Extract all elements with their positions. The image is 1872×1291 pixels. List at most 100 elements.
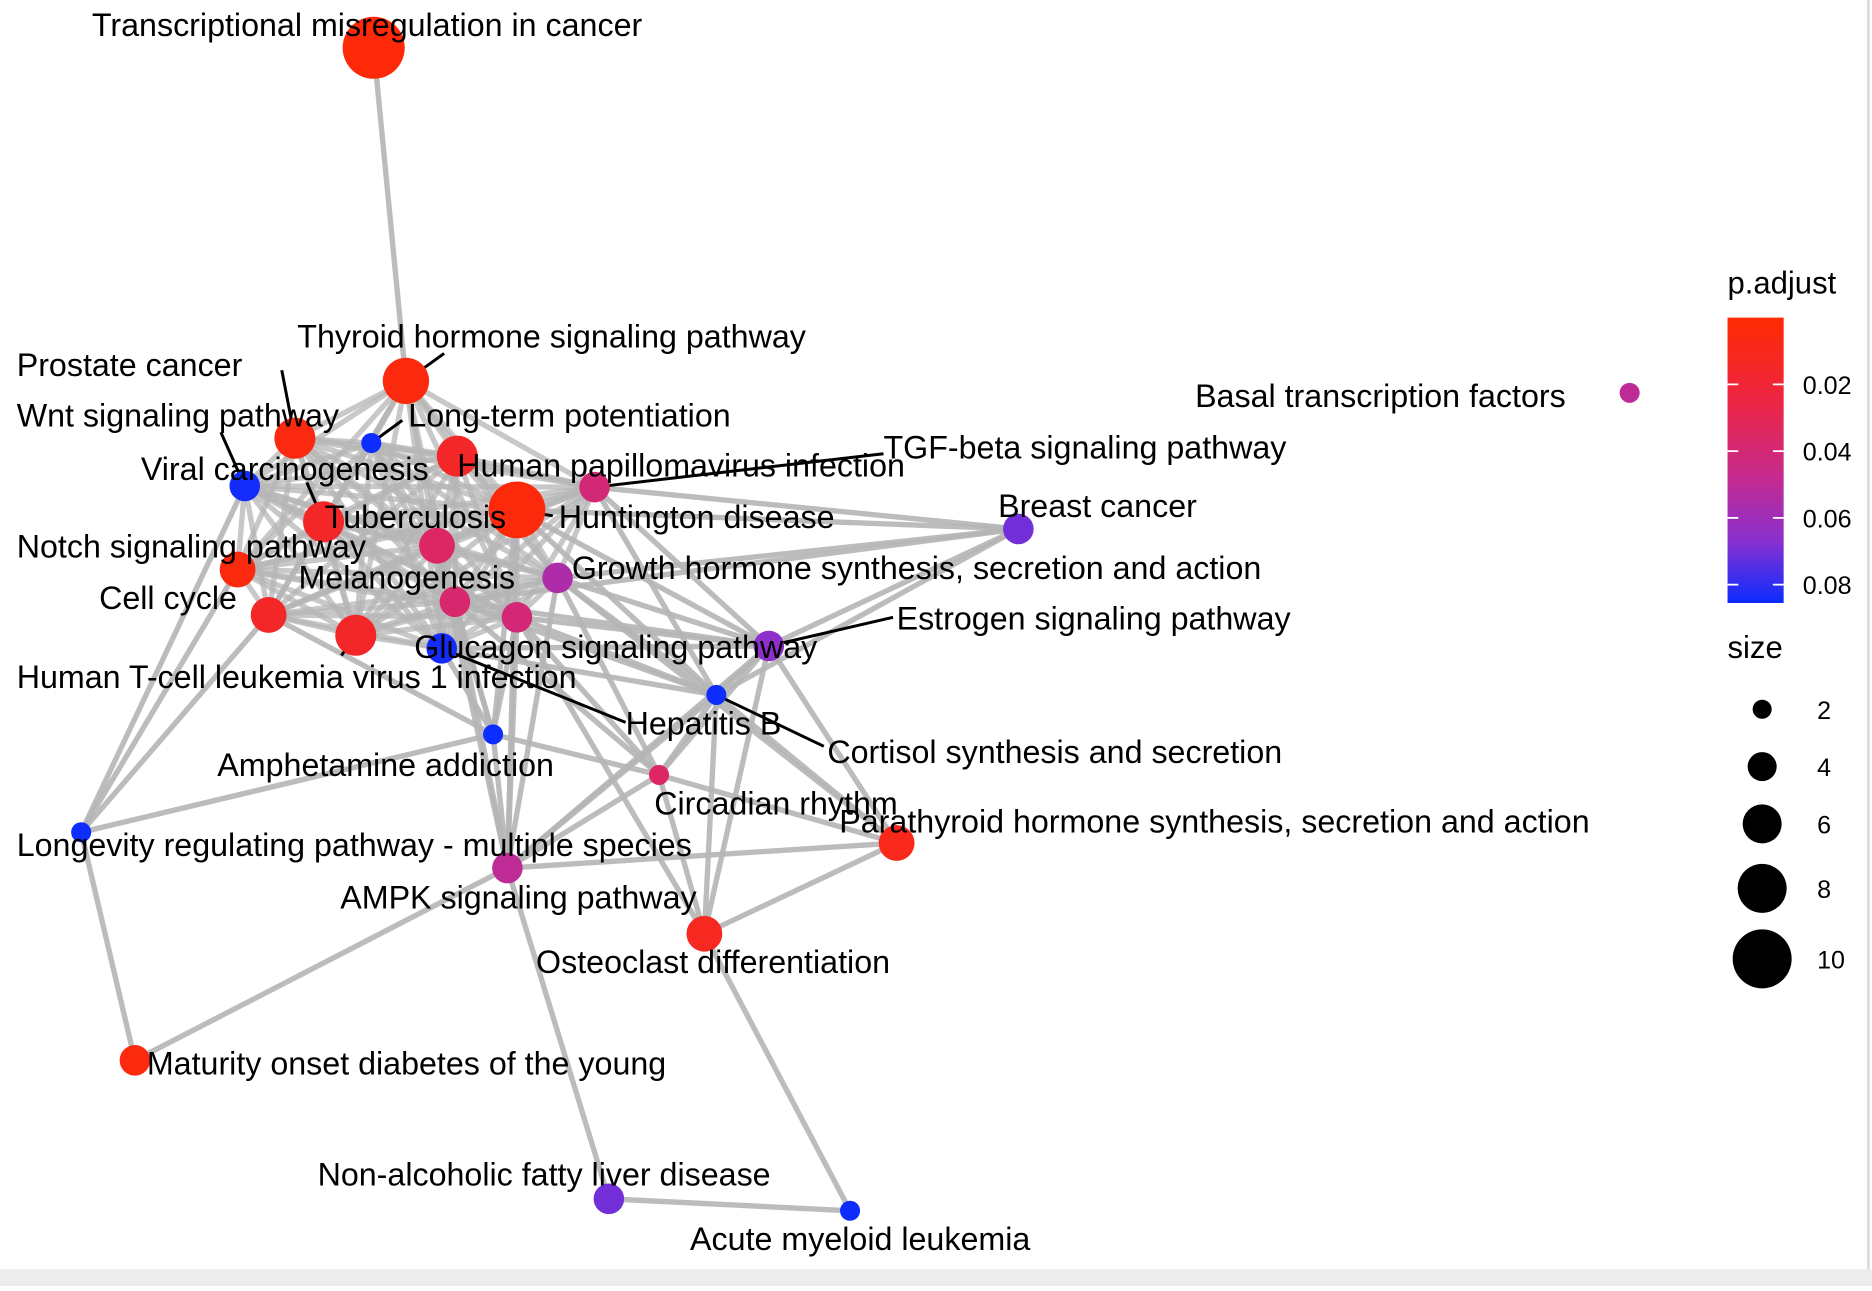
node[interactable]	[501, 602, 533, 633]
colorbar-tick-label: 0.08	[1803, 572, 1852, 600]
node[interactable]	[419, 527, 455, 564]
node[interactable]	[542, 562, 573, 594]
edge	[456, 453, 596, 490]
edge	[266, 454, 459, 617]
node[interactable]	[753, 630, 785, 662]
edge	[504, 577, 561, 869]
node[interactable]	[342, 16, 405, 79]
edge	[133, 865, 509, 1063]
edge	[323, 507, 518, 525]
node-label: Tuberculosis	[325, 499, 506, 535]
edge	[243, 378, 408, 489]
node[interactable]	[382, 357, 430, 405]
node[interactable]	[119, 1045, 151, 1076]
node[interactable]	[436, 435, 478, 477]
node-label: Notch signaling pathway	[17, 529, 367, 565]
node[interactable]	[274, 417, 316, 459]
edge	[767, 526, 1020, 649]
node[interactable]	[488, 481, 546, 539]
edge	[701, 645, 772, 935]
edge	[237, 566, 558, 581]
edge	[656, 774, 707, 935]
edge	[505, 772, 661, 871]
size-key-circle	[1752, 699, 1772, 719]
edge	[608, 1196, 851, 1214]
node[interactable]	[303, 501, 345, 543]
edge	[766, 644, 899, 845]
colorbar-tick-label: 0.06	[1803, 505, 1852, 533]
node[interactable]	[593, 1183, 625, 1215]
edge	[658, 772, 898, 846]
colorbar-tick-label: 0.04	[1803, 439, 1852, 467]
node[interactable]	[686, 915, 723, 952]
edge	[592, 485, 771, 648]
node-label: Breast cancer	[998, 488, 1197, 524]
legend-color-title: p.adjust	[1728, 266, 1837, 301]
node[interactable]	[229, 470, 261, 502]
edge	[701, 694, 720, 934]
node-label: Amphetamine addiction	[217, 747, 554, 783]
node[interactable]	[840, 1200, 861, 1221]
size-key-label: 8	[1817, 876, 1831, 904]
edge	[80, 731, 494, 835]
size-key-circle	[1747, 752, 1777, 782]
node-label: Cortisol synthesis and secretion	[827, 734, 1282, 770]
edge	[267, 612, 495, 737]
edge	[355, 614, 518, 638]
nodes-layer	[71, 16, 1640, 1221]
node[interactable]	[706, 684, 727, 705]
node[interactable]	[1003, 513, 1034, 545]
edge	[594, 484, 1019, 532]
node[interactable]	[250, 597, 287, 633]
label-leader-line	[594, 452, 884, 489]
edge	[515, 507, 771, 649]
node-label: Human T-cell leukemia virus 1 infection	[17, 659, 577, 695]
label-leader-line	[768, 615, 894, 648]
node[interactable]	[878, 825, 915, 861]
node[interactable]	[219, 551, 256, 588]
edge	[294, 435, 518, 513]
edge	[434, 544, 496, 736]
node-label: Hepatitis B	[626, 705, 782, 741]
edge	[268, 612, 517, 621]
node[interactable]	[335, 614, 377, 656]
edge	[504, 867, 612, 1200]
node-label: Huntington disease	[559, 499, 835, 535]
node[interactable]	[483, 724, 504, 745]
node[interactable]	[71, 822, 92, 843]
size-key-label: 4	[1817, 754, 1831, 782]
edge	[78, 484, 248, 834]
node-label: Growth hormone synthesis, secretion and …	[572, 550, 1261, 586]
edge	[79, 613, 271, 835]
node[interactable]	[426, 633, 458, 664]
node-label: Glucagon signaling pathway	[414, 629, 818, 665]
node-label: Osteoclast differentiation	[536, 944, 890, 980]
edge	[371, 47, 409, 382]
node-label: Cell cycle	[99, 580, 237, 616]
node-label: TGF-beta signaling pathway	[883, 430, 1287, 466]
legend-size-title: size	[1728, 630, 1783, 665]
label-leader-line	[441, 646, 627, 724]
node-label: Viral carcinogenesis	[141, 451, 429, 487]
node-label: Melanogenesis	[298, 560, 515, 596]
size-key-label: 10	[1817, 946, 1845, 974]
edge	[514, 615, 662, 777]
edge	[656, 693, 719, 777]
node-label: Wnt signaling pathway	[17, 397, 340, 433]
node[interactable]	[1619, 382, 1640, 403]
node[interactable]	[361, 432, 382, 454]
edge	[515, 507, 719, 697]
node-label: Estrogen signaling pathway	[897, 600, 1292, 636]
node-label: Maturity onset diabetes of the young	[147, 1046, 666, 1082]
edge	[243, 440, 373, 489]
node[interactable]	[492, 852, 523, 884]
node[interactable]	[579, 471, 610, 503]
node[interactable]	[439, 586, 471, 618]
bottom-strip	[0, 1269, 1872, 1286]
edge	[404, 378, 596, 490]
size-key-circle	[1732, 929, 1792, 989]
node[interactable]	[648, 764, 670, 785]
edge	[555, 575, 718, 698]
edge	[441, 645, 717, 698]
